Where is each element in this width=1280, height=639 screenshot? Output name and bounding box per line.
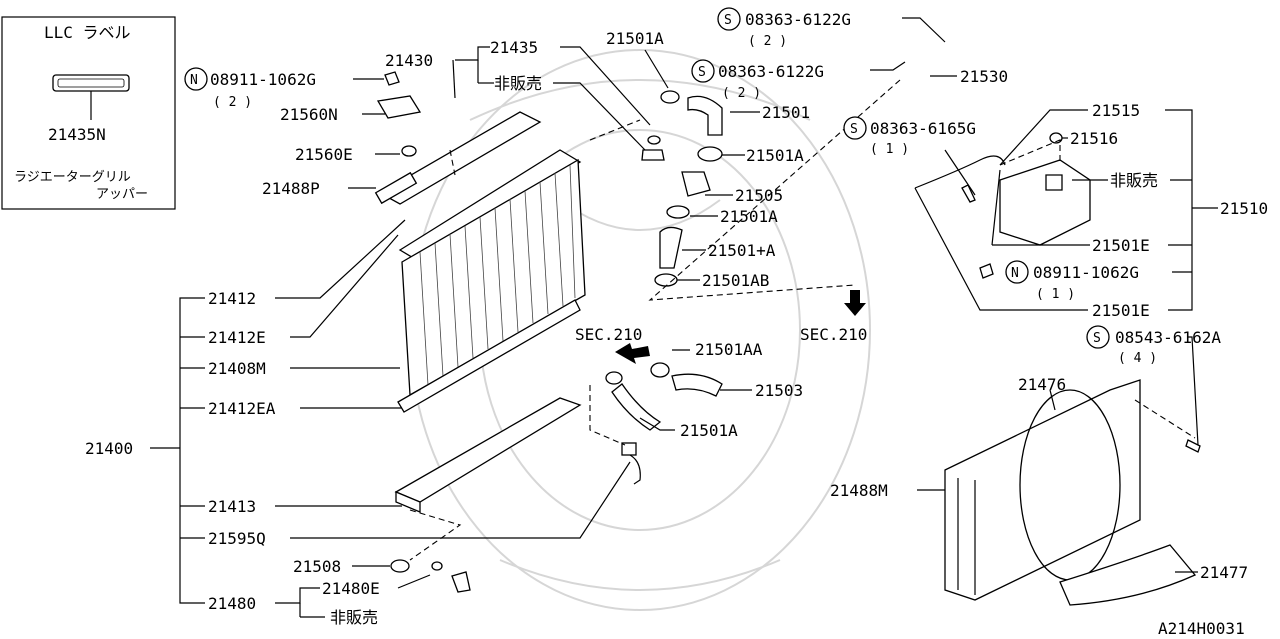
label-not-for-sale-3: 非販売 xyxy=(330,608,378,627)
label-21501e-b: 21501E xyxy=(1092,301,1150,320)
label-21560e: 21560E xyxy=(295,145,353,164)
label-21501-plus-a: 21501+A xyxy=(708,241,776,260)
label-08543-6162a: 08543-6162A xyxy=(1115,328,1221,347)
label-08911-1062g-b: 08911-1062G xyxy=(1033,263,1139,282)
inset-title: LLC ラベル xyxy=(44,23,131,42)
label-21400: 21400 xyxy=(85,439,133,458)
label-21480e: 21480E xyxy=(322,579,380,598)
label-21408m: 21408M xyxy=(208,359,266,378)
llc-label-inset: LLC ラベル 21435N ラジエーターグリル アッパー xyxy=(1,16,176,210)
label-21530: 21530 xyxy=(960,67,1008,86)
label-21560n: 21560N xyxy=(280,105,338,124)
nut-08911 xyxy=(384,71,400,86)
inset-caption-2: アッパー xyxy=(96,187,148,202)
label-21501a-4: 21501A xyxy=(680,421,738,440)
label-08363-6165g: 08363-6165G xyxy=(870,119,976,138)
llc-label-icon xyxy=(52,74,130,92)
label-21430: 21430 xyxy=(385,51,433,70)
label-qty-2c: ( 2 ) xyxy=(722,86,761,101)
inset-part-number: 21435N xyxy=(48,125,106,144)
label-21501a-2: 21501A xyxy=(746,146,804,165)
label-sec210-left: SEC.210 xyxy=(575,325,642,344)
label-21412e: 21412E xyxy=(208,328,266,347)
label-21488p: 21488P xyxy=(262,179,320,198)
label-qty-4: ( 4 ) xyxy=(1118,351,1157,366)
radiator-core xyxy=(374,71,586,513)
label-21515: 21515 xyxy=(1092,101,1140,120)
label-qty-2b: ( 2 ) xyxy=(748,34,787,49)
label-21508: 21508 xyxy=(293,557,341,576)
label-21476: 21476 xyxy=(1018,375,1066,394)
label-21501: 21501 xyxy=(762,103,810,122)
fan-shroud xyxy=(944,379,1201,606)
label-21501aa: 21501AA xyxy=(695,340,763,359)
svg-text:N: N xyxy=(1011,266,1019,281)
label-21501a-3: 21501A xyxy=(720,207,778,226)
svg-text:S: S xyxy=(724,13,732,28)
label-21435: 21435 xyxy=(490,38,538,57)
label-21413: 21413 xyxy=(208,497,256,516)
label-21505: 21505 xyxy=(735,186,783,205)
label-21501ab: 21501AB xyxy=(702,271,769,290)
label-21595q: 21595Q xyxy=(208,529,266,548)
svg-text:S: S xyxy=(850,122,858,137)
upper-seal-21488p xyxy=(378,111,542,205)
label-qty-1b: ( 1 ) xyxy=(1036,287,1075,302)
diagram-id: A214H0031 xyxy=(1158,619,1245,638)
label-21412: 21412 xyxy=(208,289,256,308)
label-not-for-sale-2: 非販売 xyxy=(1110,171,1158,190)
svg-text:S: S xyxy=(1093,331,1101,346)
label-21503: 21503 xyxy=(755,381,803,400)
label-21510: 21510 xyxy=(1220,199,1268,218)
inset-caption-1: ラジエーターグリル xyxy=(14,170,131,185)
label-qty-1a: ( 1 ) xyxy=(870,142,909,157)
label-21501e-a: 21501E xyxy=(1092,236,1150,255)
svg-text:S: S xyxy=(698,65,706,80)
bushing-21560e xyxy=(401,145,417,157)
hoses xyxy=(605,90,723,485)
label-not-for-sale-1: 非販売 xyxy=(494,74,542,93)
label-08363-6122g-a: 08363-6122G xyxy=(745,10,851,29)
label-21412ea: 21412EA xyxy=(208,399,276,418)
label-08911-1062g-a: 08911-1062G xyxy=(210,70,316,89)
label-21516: 21516 xyxy=(1070,129,1118,148)
watermark-emblem xyxy=(409,49,871,611)
label-sec210-right: SEC.210 xyxy=(800,325,867,344)
svg-text:N: N xyxy=(190,73,198,88)
label-08363-6122g-b: 08363-6122G xyxy=(718,62,824,81)
reserve-tank xyxy=(914,132,1091,279)
label-21488m: 21488M xyxy=(830,481,888,500)
sec-arrows xyxy=(615,290,866,364)
label-qty-2a: ( 2 ) xyxy=(213,95,252,110)
drain-parts xyxy=(390,559,471,593)
label-21477: 21477 xyxy=(1200,563,1248,582)
label-21480: 21480 xyxy=(208,594,256,613)
label-21501a-top: 21501A xyxy=(606,29,664,48)
